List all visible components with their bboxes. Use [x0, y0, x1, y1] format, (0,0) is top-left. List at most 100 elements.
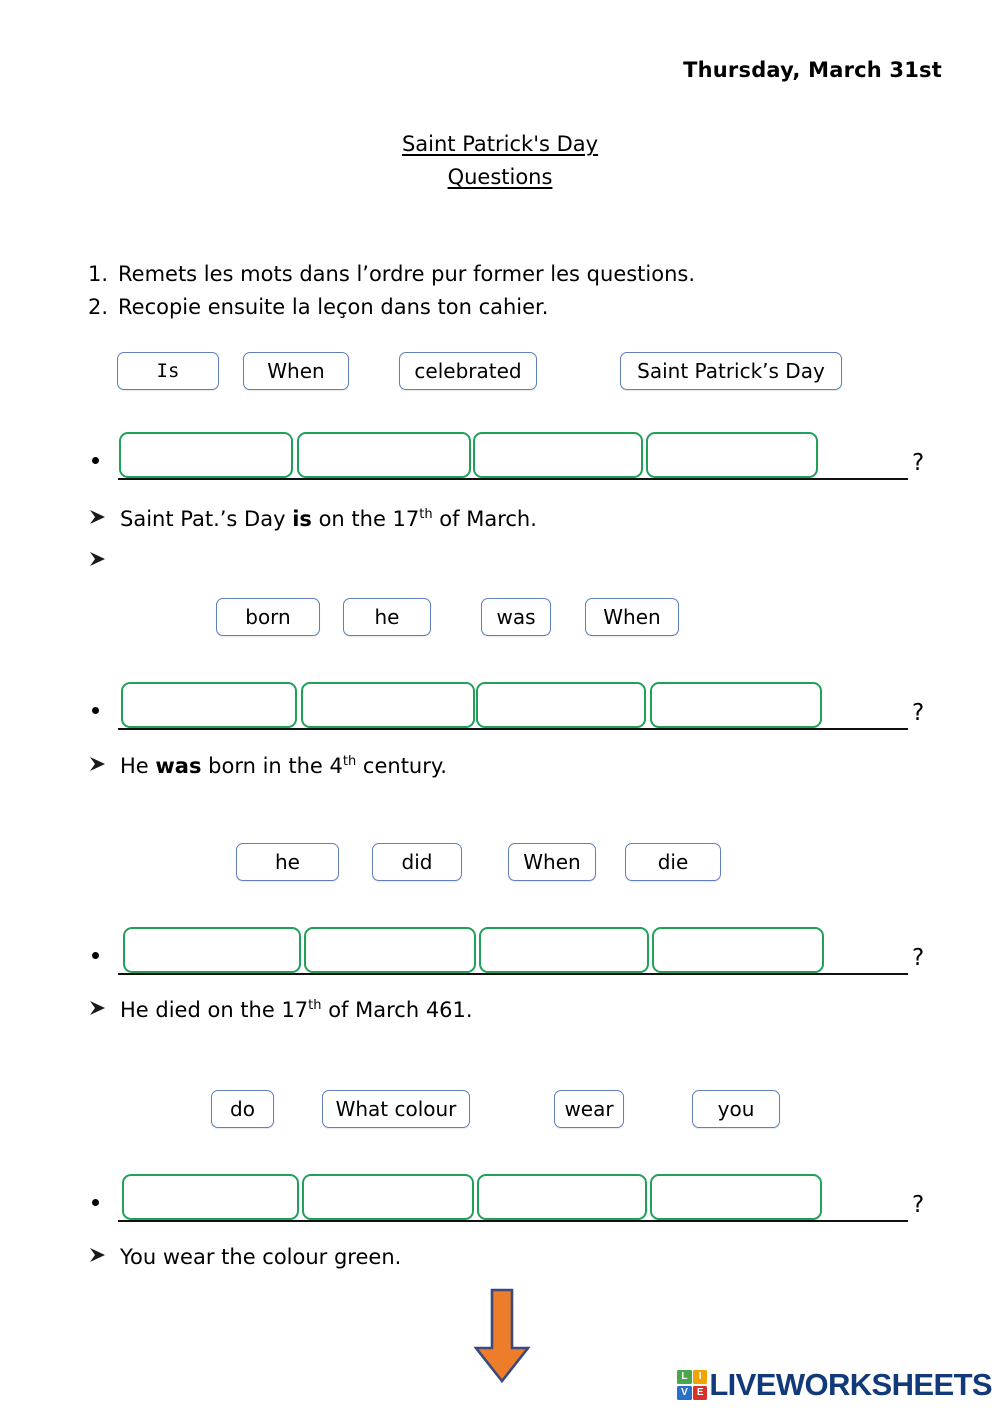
answer-line-row-1: ?: [0, 430, 1000, 488]
word-tile-3-4[interactable]: die: [625, 843, 721, 881]
answer-text-4: You wear the colour green.: [120, 1242, 401, 1272]
drop-zone-4-2[interactable]: [302, 1174, 474, 1220]
worksheet-title: Saint Patrick's Day Questions: [0, 128, 1000, 193]
logo-cell-v: V: [677, 1385, 692, 1400]
word-tile-3-2[interactable]: did: [372, 843, 462, 881]
answer-sentence-4: You wear the colour green.: [88, 1242, 948, 1272]
question-mark-1: ?: [912, 450, 925, 476]
exercise-1: Is When celebrated Saint Patrick’s Day ?…: [0, 352, 1000, 566]
word-tile-4-2[interactable]: What colour: [322, 1090, 470, 1128]
word-tile-2-3[interactable]: was: [481, 598, 551, 636]
exercise-4: do What colour wear you ? You wear the c…: [0, 1090, 1000, 1269]
answer-rule-2: [118, 728, 908, 730]
word-tile-4-3[interactable]: wear: [554, 1090, 624, 1128]
bullet-dot-1: [92, 457, 99, 464]
answer-2-sup: th: [342, 754, 357, 769]
instruction-number-2: 2.: [88, 295, 109, 319]
word-tiles-row-3: he did When die: [0, 843, 1000, 885]
word-tile-1-2[interactable]: When: [243, 352, 349, 390]
title-line-primary: Saint Patrick's Day: [401, 132, 599, 156]
word-tiles-row-4: do What colour wear you: [0, 1090, 1000, 1132]
answer-2-middle: born in the 4: [201, 754, 343, 778]
drop-zone-3-2[interactable]: [304, 927, 476, 973]
bullet-dot-4: [92, 1199, 99, 1206]
drop-zone-2-4[interactable]: [650, 682, 822, 728]
drop-zone-2-2[interactable]: [301, 682, 475, 728]
drop-zone-2-3[interactable]: [476, 682, 646, 728]
question-mark-4: ?: [912, 1192, 925, 1218]
word-tiles-row-2: born he was When: [0, 598, 1000, 640]
answer-line-row-2: ?: [0, 680, 1000, 738]
answer-rule-4: [118, 1220, 908, 1222]
logo-cell-i: I: [693, 1370, 708, 1385]
question-mark-3: ?: [912, 945, 925, 971]
answer-4-prefix: You wear the colour green.: [120, 1245, 402, 1269]
drop-zone-2-1[interactable]: [121, 682, 297, 728]
answer-2-prefix: He: [120, 754, 156, 778]
drop-zone-4-3[interactable]: [477, 1174, 647, 1220]
word-tile-1-1[interactable]: Is: [117, 352, 219, 390]
word-tile-3-1[interactable]: he: [236, 843, 339, 881]
word-tile-1-3[interactable]: celebrated: [399, 352, 537, 390]
instruction-text-2: Recopie ensuite la leçon dans ton cahier…: [118, 295, 549, 319]
word-tile-1-4[interactable]: Saint Patrick’s Day: [620, 352, 842, 390]
arrow-bullet-icon-3: [88, 1000, 120, 1016]
logo-wordmark: LIVEWORKSHEETS: [709, 1367, 992, 1402]
liveworksheets-logo: L I V E LIVEWORKSHEETS: [677, 1365, 993, 1405]
drop-zone-1-1[interactable]: [119, 432, 293, 478]
logo-cell-e: E: [693, 1385, 708, 1400]
answer-text-3: He died on the 17th of March 461.: [120, 995, 473, 1025]
drop-zone-1-2[interactable]: [297, 432, 471, 478]
answer-2-suffix: century.: [356, 754, 447, 778]
drop-zone-1-3[interactable]: [473, 432, 643, 478]
logo-cell-l: L: [677, 1370, 692, 1385]
word-tile-2-1[interactable]: born: [216, 598, 320, 636]
arrow-bullet-icon-4: [88, 1247, 120, 1263]
word-tile-4-4[interactable]: you: [692, 1090, 780, 1128]
instruction-number-1: 1.: [88, 262, 109, 286]
answer-rule-1: [118, 478, 908, 480]
word-tile-3-3[interactable]: When: [508, 843, 596, 881]
down-arrow-icon: [473, 1288, 531, 1384]
title-line-secondary: Questions: [447, 165, 553, 189]
drop-zone-4-4[interactable]: [650, 1174, 822, 1220]
date-heading: Thursday, March 31st: [683, 58, 942, 82]
instruction-text-1: Remets les mots dans l’ordre pur former …: [118, 262, 696, 286]
answer-rule-3: [118, 973, 908, 975]
answer-sentence-1: Saint Pat.’s Day is on the 17th of March…: [88, 504, 948, 534]
drop-zone-3-3[interactable]: [479, 927, 649, 973]
answer-text-2: He was born in the 4th century.: [120, 751, 447, 781]
logo-letter-grid: L I V E: [677, 1370, 708, 1400]
arrow-bullet-icon-1b: [88, 551, 120, 567]
word-tiles-row-1: Is When celebrated Saint Patrick’s Day: [0, 352, 1000, 394]
drop-zone-3-4[interactable]: [652, 927, 824, 973]
answer-line-row-3: ?: [0, 925, 1000, 983]
drop-zone-1-4[interactable]: [646, 432, 818, 478]
exercise-2: born he was When ? He was born in the 4t…: [0, 598, 1000, 778]
answer-sentence-1-empty: [88, 552, 948, 568]
answer-text-1: Saint Pat.’s Day is on the 17th of March…: [120, 504, 537, 534]
answer-3-prefix: He died on the 17: [120, 998, 309, 1022]
question-mark-2: ?: [912, 700, 925, 726]
instruction-list: 1. Remets les mots dans l’ordre pur form…: [88, 258, 888, 324]
word-tile-2-4[interactable]: When: [585, 598, 679, 636]
word-tile-2-2[interactable]: he: [343, 598, 431, 636]
word-tile-4-1[interactable]: do: [211, 1090, 274, 1128]
bullet-dot-2: [92, 707, 99, 714]
answer-sentence-2: He was born in the 4th century.: [88, 751, 948, 781]
answer-3-suffix: of March 461.: [321, 998, 473, 1022]
answer-2-bold: was: [155, 754, 202, 778]
answer-1-suffix: of March.: [432, 507, 537, 531]
answer-3-sup: th: [308, 998, 322, 1013]
drop-zone-4-1[interactable]: [122, 1174, 299, 1220]
drop-zone-3-1[interactable]: [123, 927, 301, 973]
instruction-item-2: 2. Recopie ensuite la leçon dans ton cah…: [88, 291, 888, 324]
answer-1-prefix: Saint Pat.’s Day: [120, 507, 293, 531]
arrow-bullet-icon-2: [88, 756, 120, 772]
answer-1-bold: is: [292, 507, 312, 531]
bullet-dot-3: [92, 952, 99, 959]
answer-line-row-4: ?: [0, 1172, 1000, 1230]
answer-1-sup: th: [419, 507, 433, 522]
exercise-3: he did When die ? He died on the 17th of…: [0, 843, 1000, 1022]
